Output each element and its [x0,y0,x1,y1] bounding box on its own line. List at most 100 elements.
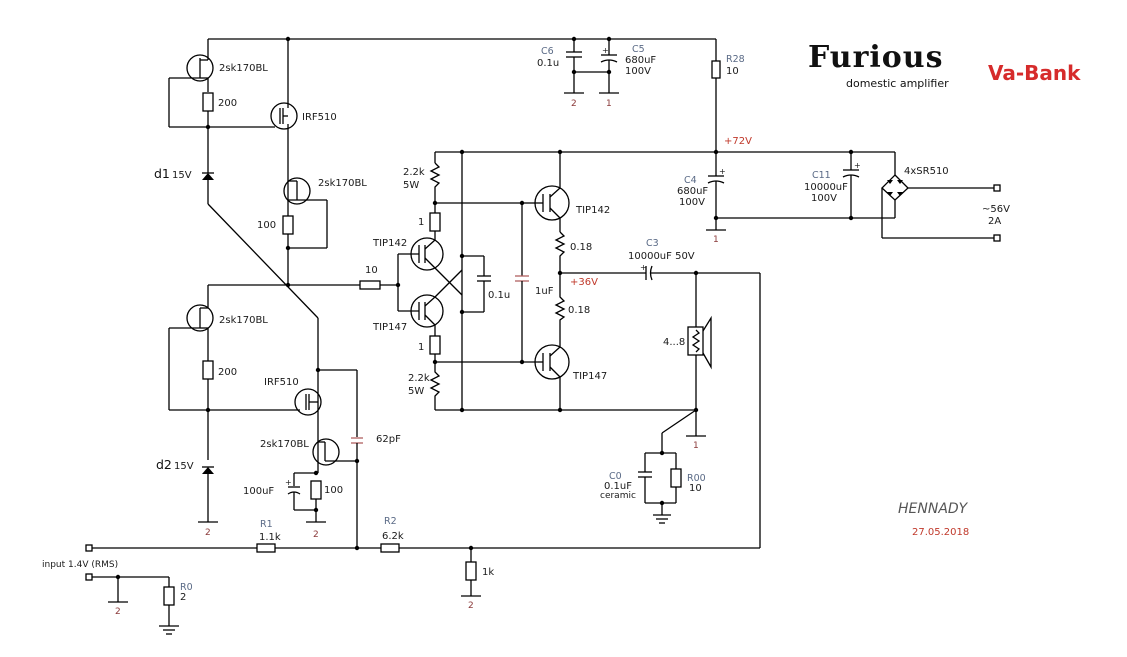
res-2k2-top-power: 5W [403,180,419,191]
jfet-bottom [312,438,357,473]
jfet-top [168,39,214,127]
r0-value: 2 [180,592,186,603]
c6-value: 0.1u [537,58,559,69]
jfet-bottom-label: 2sk170BL [260,439,309,450]
junction [354,458,360,464]
zener-d2 [198,466,218,523]
res-0.18-top [554,231,566,273]
res-2k2-bot-value: 2.2k [408,373,430,384]
ac-terminal-1[interactable] [993,184,1001,192]
res-1-bot [429,335,441,355]
rail-36v-label: +36V [570,277,598,288]
r28-name: R28 [726,54,745,65]
driver-top-label: TIP142 [372,238,407,249]
mosfet-low-label: IRF510 [264,377,299,388]
subtitle: domestic amplifier [846,77,949,90]
res-100-mid [282,215,294,235]
junction [205,407,211,413]
c6-name: C6 [541,46,554,57]
c11-value: 10000uF [804,182,848,193]
junction [713,215,719,221]
c0-name: C0 [609,471,622,482]
ground-label: 2 [313,530,319,540]
jfet-low [168,304,214,410]
output-transistor-tip142 [534,152,570,232]
cap-1uF-label: 1uF [535,286,554,297]
res-2k2-top-value: 2.2k [403,167,425,178]
c3-name: C3 [646,238,659,249]
mosfet-low [294,388,322,440]
supply-voltage: ~56V [982,204,1010,215]
r0-name: R0 [180,582,193,593]
output-bot-label: TIP147 [572,371,607,382]
svg-text:+: + [285,478,292,487]
c11-voltage: 100V [811,193,837,204]
c0-value: 0.1uF [604,481,632,492]
title: Furious [808,40,944,75]
junction [205,124,211,130]
d2-name: d2 [156,457,172,472]
driver-bot-label: TIP147 [372,322,407,333]
junction [606,69,612,75]
rail-72v-label: +72V [724,136,752,147]
jfet-low-label: 2sk170BL [219,315,268,326]
cap-0.1u-label: 0.1u [488,290,510,301]
ground-label: 1 [693,441,699,451]
driver-transistor-tip142 [398,237,463,296]
mosfet-top-label: IRF510 [302,112,337,123]
svg-text:+: + [854,161,861,170]
r00-value: 10 [689,483,702,494]
date: 27.05.2018 [912,527,969,538]
ground-label: 2 [468,601,474,611]
res-1k [465,561,477,581]
input-label: input 1.4V (RMS) [42,560,118,570]
res-100-bottom [310,480,322,500]
r2-name: R2 [384,516,397,527]
res-100-mid-label: 100 [257,220,276,231]
ground-label: 1 [713,235,719,245]
svg-text:+: + [602,46,609,55]
d2-value: 15V [174,461,194,472]
res-0.18-bot-label: 0.18 [568,305,590,316]
jfet-mid-label: 2sk170BL [318,178,367,189]
res-1-top-label: 1 [418,217,424,228]
ground-label: 2 [571,99,577,109]
cap-62pF [351,437,363,548]
author: HENNADY [898,501,969,517]
junction [285,245,291,251]
jfet-top-label: 2sk170BL [219,63,268,74]
res-10-base-label: 10 [365,265,378,276]
r28-resistor [711,60,721,79]
c0-type: ceramic [600,491,636,501]
cap-62pF-label: 62pF [376,434,401,445]
bridge-rectifier [881,152,994,239]
input-terminal-signal[interactable] [85,544,93,552]
ac-terminal-2[interactable] [993,234,1001,242]
cap-100uF-label: 100uF [243,486,274,497]
c5-name: C5 [632,44,645,55]
res-1-bot-label: 1 [418,342,424,353]
d1-name: d1 [154,166,170,181]
mosfet-top [270,39,298,176]
res-0.18-top-label: 0.18 [570,242,592,253]
res-10-base [359,280,381,290]
res-1k-label: 1k [482,567,494,578]
d1-value: 15V [172,170,192,181]
r2-resistor [380,543,400,553]
speaker-label: 4...8 [663,337,685,348]
r0-resistor [163,586,175,606]
junction [459,407,465,413]
res-200-top [202,92,214,112]
c3-output-capacitor: + [640,263,760,281]
r00-resistor [670,468,682,488]
ground-label: 2 [205,528,211,538]
cap-100uF: + [285,478,301,495]
c4-value: 680uF [677,186,708,197]
input-terminal-ground[interactable] [85,573,93,581]
svg-text:+: + [719,167,726,176]
output-transistor-tip147 [534,344,570,410]
c4-name: C4 [684,175,697,186]
r28-value: 10 [726,66,739,77]
res-0.18-bot [554,273,566,347]
